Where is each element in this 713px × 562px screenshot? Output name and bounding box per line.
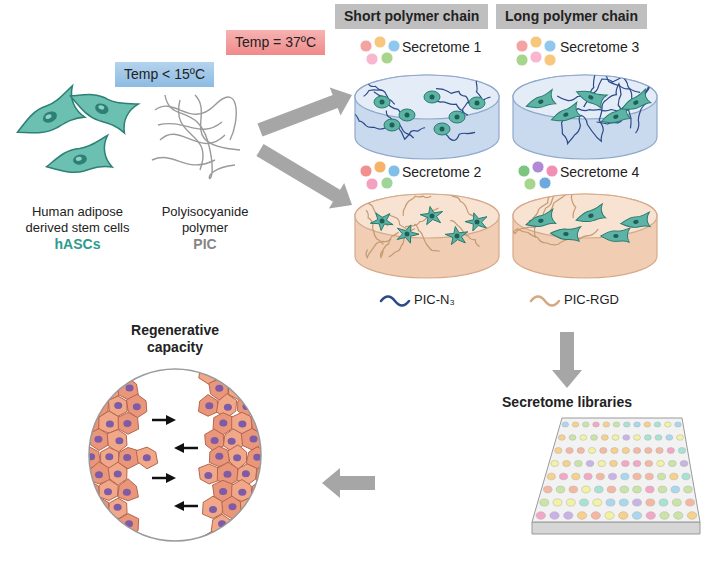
node-sublabel: PIC [193,236,216,253]
hydrogel-node: Secretome 1 [352,35,502,160]
well-plate [532,418,700,534]
gel-disk [355,191,499,278]
node-label: Temp = 37ºC [235,34,316,51]
node-label: Human adipose derived stem cells [18,204,138,236]
secreted-factor [366,178,378,190]
assay-circle: Regenerative capacity [28,322,322,544]
node-label: Secretome libraries [502,394,632,410]
migration-arrows [152,415,198,511]
secreted-factor [381,177,393,189]
secreted-factor [524,178,536,190]
secreted-factor [516,54,528,66]
secreted-factor [516,40,528,52]
flow-arrow [552,332,582,388]
secreted-factor [360,165,372,177]
node-label: Secretome 1 [402,39,502,56]
node-label: Regenerative capacity [115,322,235,356]
secreted-factor [539,177,551,189]
hydrogel-node: Secretome 3 [510,35,660,160]
polymer-tangle [152,95,240,178]
node-label: Short polymer chain [344,8,479,25]
secreted-factor [388,165,400,177]
label-box: Temp < 15ºC [115,62,214,87]
node-label: Secretome 2 [402,164,502,181]
node-sublabel: hASCs [55,236,101,253]
hydrogel-node: Secretome 2 [352,160,502,282]
legend-samples [381,297,559,306]
label-box: Long polymer chain [496,4,647,29]
legend-label: PIC-N₃ [414,292,455,308]
secreted-factor [530,36,542,48]
secreted-factor [518,165,530,177]
legend-label: PIC-RGD [564,292,619,308]
secreted-factor [546,165,558,177]
gel-disk [346,64,499,160]
node-label: Secretome 3 [560,39,660,56]
node-label: Temp < 15ºC [124,66,205,83]
label-box: Temp = 37ºC [226,30,325,55]
flow-arrow [258,87,353,136]
node-label: Long polymer chain [505,8,638,25]
plate-node: Secretome libraries [375,388,700,554]
labelled-illustration: Human adipose derived stem cellshASCs [5,88,150,253]
node-label: Polyisocyanide polymer [153,204,258,236]
secreted-factor [530,51,542,63]
flow-arrow [256,144,352,209]
stem-cells [10,79,139,180]
circle-ground [89,369,261,541]
label-box: Short polymer chain [335,4,488,29]
secreted-factor [360,40,372,52]
node-label: Secretome 4 [560,164,660,181]
labelled-illustration: Polyisocyanide polymerPIC [150,88,260,253]
secreted-factor [374,161,386,173]
secreted-factor [388,40,400,52]
circle-outline [89,369,261,541]
secreted-factor [544,54,556,66]
secreted-factor [366,53,378,65]
flow-arrow [322,468,375,498]
secreted-factor [544,40,556,52]
secreted-factor [374,36,386,48]
secreted-factor [381,52,393,64]
secreted-factor [532,161,544,173]
hydrogel-disks [346,0,664,278]
wound-cells [69,360,281,553]
gel-disk [454,98,657,279]
